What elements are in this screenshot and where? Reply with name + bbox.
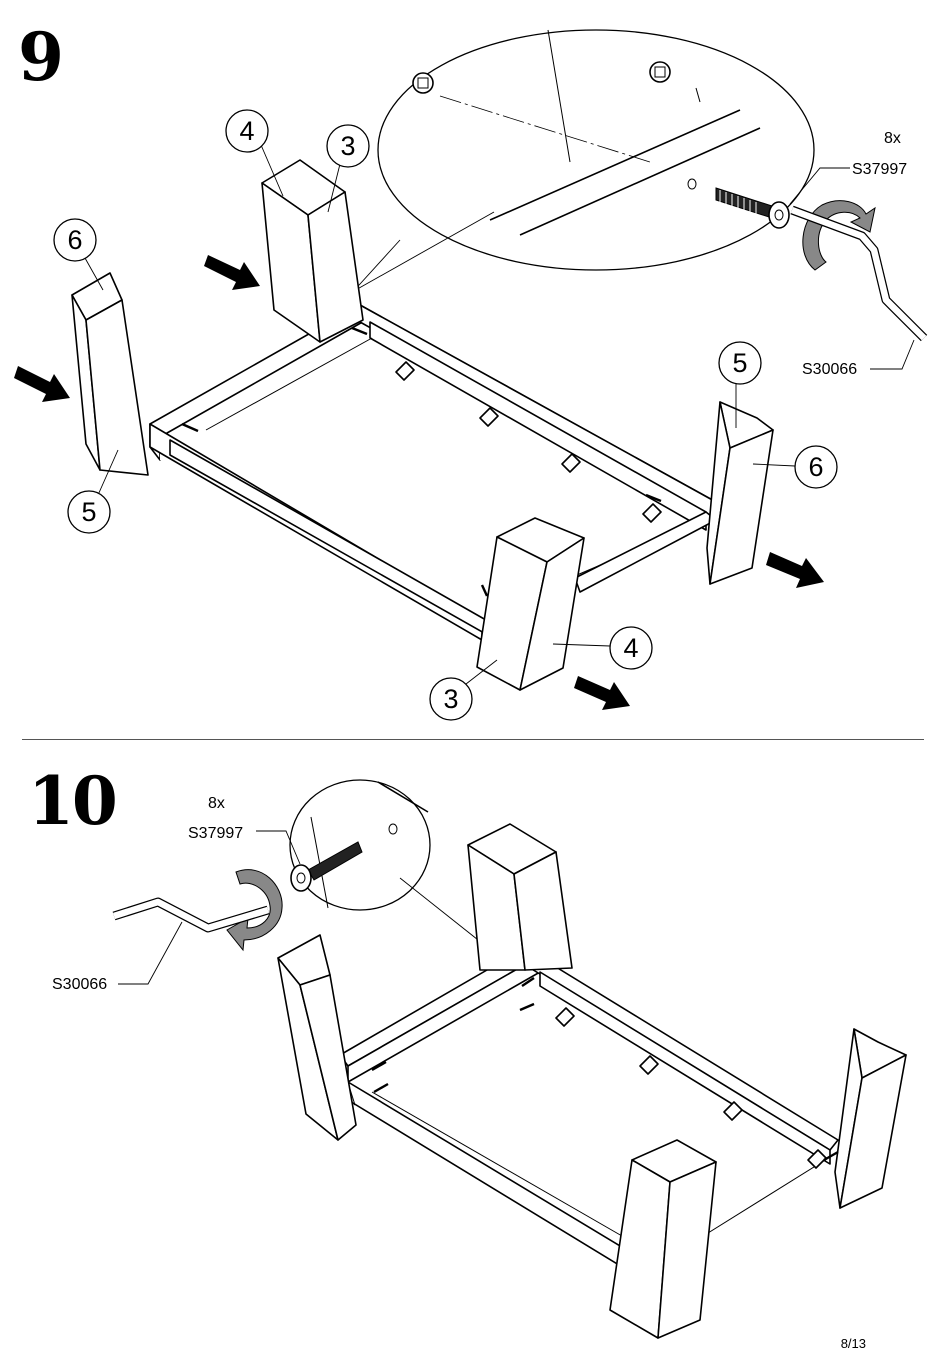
step9-tool-code: S30066 [802,361,857,378]
svg-text:4: 4 [239,116,254,146]
step10-tool-leader [118,922,182,984]
step10-table-frame [340,948,838,1290]
step10-zoom-ellipse [290,780,430,910]
step9-table-frame [150,305,716,642]
step9-tool-leader [870,340,914,369]
svg-text:3: 3 [340,131,355,161]
step10-quantity-label: 8x [208,795,225,812]
step10-bolt-code: S37997 [188,825,243,842]
svg-text:5: 5 [732,348,747,378]
svg-text:6: 6 [67,225,82,255]
step9-zoom-ellipse [378,30,924,338]
part-callout-6: 6 [54,219,103,290]
svg-text:4: 4 [623,633,638,663]
step9-bolt-code: S37997 [852,161,907,178]
step9-quantity-label: 8x [884,130,901,147]
svg-text:6: 6 [808,452,823,482]
step10-tool-code: S30066 [52,976,107,993]
svg-text:3: 3 [443,684,458,714]
svg-text:5: 5 [81,497,96,527]
